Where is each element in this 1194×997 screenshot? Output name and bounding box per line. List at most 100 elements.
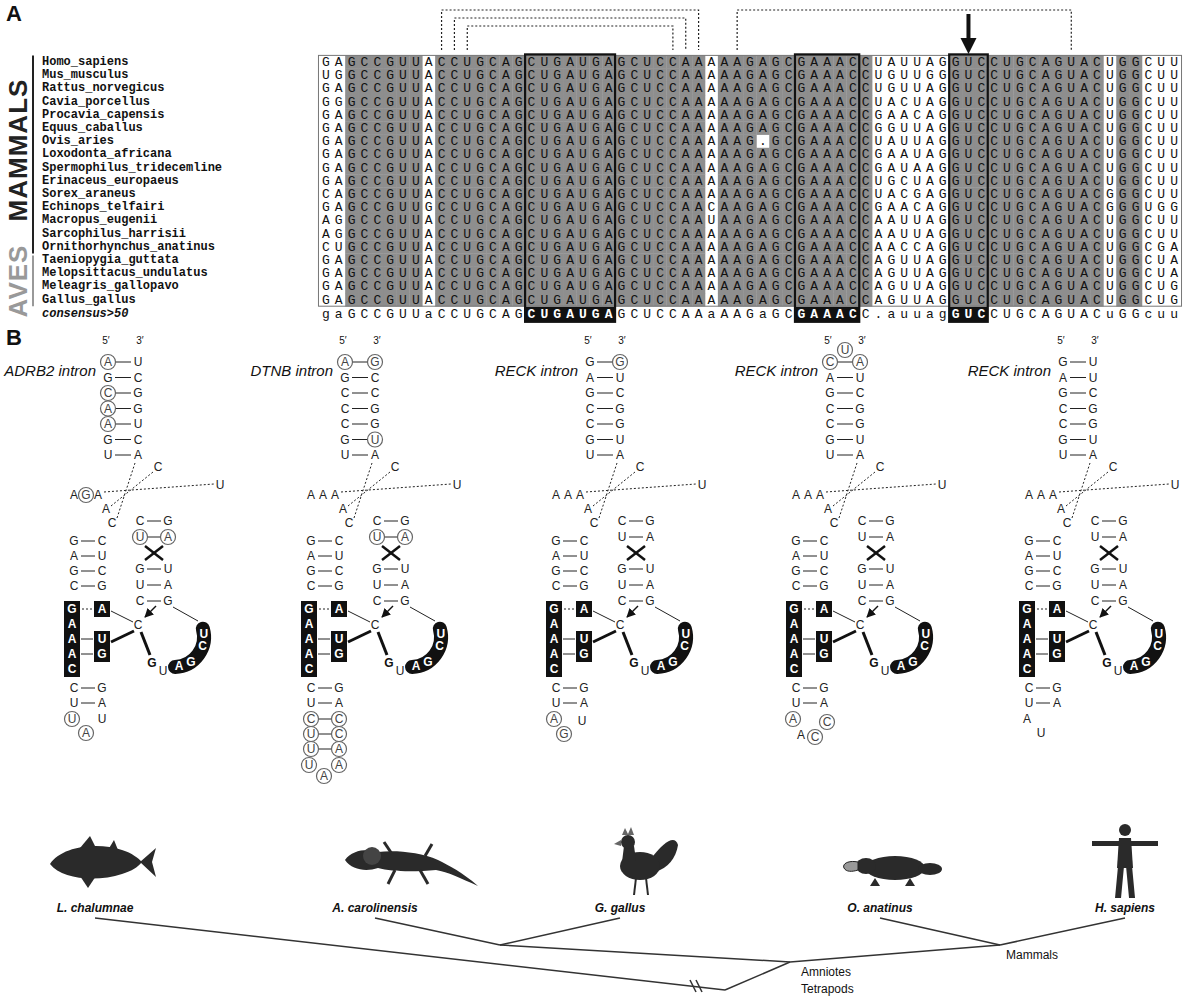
sequence-row: GAGCCGUUACCUGCAGCUGAUGAGCUCCAAAAAGAGCGAA… bbox=[322, 122, 1183, 135]
variant-circle bbox=[304, 712, 319, 727]
nucleotide: A bbox=[1059, 372, 1067, 384]
pseudoknot-pair bbox=[354, 463, 372, 518]
variant-circle bbox=[786, 712, 801, 727]
nucleotide: A bbox=[824, 503, 832, 515]
species-name: Loxodonta_africana bbox=[42, 148, 172, 161]
nucleotide: G bbox=[1102, 657, 1111, 669]
nucleotide: C bbox=[616, 387, 625, 399]
nucleotide: U bbox=[826, 449, 835, 461]
nucleotide: C bbox=[104, 387, 113, 399]
nucleotide: G bbox=[551, 565, 560, 577]
base-pair bbox=[81, 639, 93, 640]
base-pair bbox=[147, 521, 161, 522]
nucleotide: U bbox=[698, 479, 707, 491]
variant-circle bbox=[332, 712, 347, 727]
nucleotide: C bbox=[580, 565, 589, 577]
cleavage-arrow bbox=[1100, 606, 1111, 617]
nucleotide: G bbox=[585, 434, 594, 446]
nucleotide: U bbox=[856, 434, 865, 446]
boxed-nucleotide: G bbox=[1052, 648, 1061, 660]
consensus-segment: gaGCCGUUaCCUGCAG bbox=[322, 308, 528, 321]
base-pair bbox=[563, 639, 575, 640]
nucleotide: C bbox=[820, 535, 829, 547]
pairing-bracket bbox=[467, 26, 673, 50]
coelacanth-silhouette bbox=[108, 840, 118, 850]
base-pair bbox=[597, 455, 613, 456]
nucleotide: G bbox=[629, 657, 638, 669]
nucleotide: C bbox=[341, 403, 350, 415]
boxed-nucleotide: A bbox=[98, 603, 107, 615]
nucleotide: U bbox=[886, 563, 895, 575]
boxed-nucleotide: C bbox=[305, 663, 314, 675]
backbone bbox=[410, 607, 435, 621]
species-name: Melopsittacus_undulatus bbox=[42, 267, 208, 280]
base-pair bbox=[115, 362, 131, 363]
nucleotide: C bbox=[858, 595, 867, 607]
tree-branch bbox=[500, 945, 790, 962]
nucleotide: C bbox=[618, 595, 627, 607]
nucleotide: G bbox=[615, 418, 624, 430]
nucleotide: A bbox=[1049, 489, 1057, 501]
rna-structure bbox=[546, 355, 696, 742]
nucleotide: C bbox=[826, 418, 835, 430]
nucleotide: A bbox=[339, 503, 347, 515]
nucleotide: G bbox=[340, 372, 349, 384]
crossed-pair bbox=[145, 546, 163, 560]
nucleotide: C bbox=[136, 515, 145, 527]
strand-end: 3′ bbox=[136, 336, 143, 346]
nucleotide: G bbox=[147, 657, 156, 669]
nucleotide: C bbox=[341, 387, 350, 399]
nucleotide: A bbox=[104, 403, 112, 415]
sequence-row: GAGCCGUUACCUGCAGCUGAUGAGCUCCAAAAAG.GCGAA… bbox=[322, 135, 1183, 148]
boxed-nucleotide: A bbox=[790, 618, 799, 630]
boxed-nucleotide: G bbox=[423, 656, 432, 668]
nucleotide: A bbox=[1119, 579, 1127, 591]
nucleotide: U bbox=[858, 579, 867, 591]
base-pair bbox=[629, 537, 643, 538]
nucleotide: C bbox=[830, 517, 839, 529]
base-pair bbox=[1036, 556, 1050, 557]
base-pair bbox=[1070, 424, 1086, 425]
base-pair bbox=[352, 455, 368, 456]
boxed-nucleotide: A bbox=[820, 603, 829, 615]
sequence-row: GAGCCGUUACCUGCAGCUGAUGAGCUCCAAAAAGAGCGAA… bbox=[322, 174, 1183, 187]
nucleotide: A bbox=[70, 550, 78, 562]
base-pair bbox=[597, 377, 613, 378]
species-name: Macropus_eugenii bbox=[42, 214, 157, 227]
nucleotide: C bbox=[586, 403, 595, 415]
nucleotide: G bbox=[869, 657, 878, 669]
pseudoknot-pair bbox=[1066, 472, 1108, 506]
nucleotide: C bbox=[341, 418, 350, 430]
sequence-row: GGGCCGUUACCUGCAGCUGAUGAGCUCCAAAAAGAGCGAA… bbox=[322, 95, 1183, 108]
boxed-nucleotide: A bbox=[550, 633, 559, 645]
nucleotide: C bbox=[98, 535, 107, 547]
pseudoknot-pair bbox=[1059, 484, 1169, 492]
boxed-nucleotide: C bbox=[1153, 640, 1162, 652]
boxed-nucleotide: A bbox=[550, 618, 559, 630]
nucleotide: A bbox=[886, 579, 894, 591]
nucleotide: A bbox=[584, 503, 592, 515]
backbone bbox=[623, 632, 632, 655]
base-pair bbox=[318, 719, 332, 720]
boxed-nucleotide: A bbox=[68, 618, 77, 630]
base-pair bbox=[1102, 521, 1116, 522]
base-pair bbox=[1036, 586, 1050, 587]
nucleotide: U bbox=[70, 697, 79, 709]
boxed-nucleotide: A bbox=[305, 648, 314, 660]
boxed-nucleotide: A bbox=[550, 648, 559, 660]
base-pair bbox=[1036, 654, 1048, 655]
nucleotide: A bbox=[94, 489, 102, 501]
nucleotide: U bbox=[618, 531, 627, 543]
cleavage-arrow bbox=[627, 606, 638, 617]
nucleotide: C bbox=[136, 595, 145, 607]
group-bar bbox=[32, 55, 34, 253]
consensus-segment: GCUCCAAaAAGaGC bbox=[618, 308, 798, 321]
variant-circle bbox=[338, 355, 353, 370]
nucleotide: C bbox=[1053, 565, 1062, 577]
base-pair bbox=[597, 424, 613, 425]
nucleotide: A bbox=[856, 356, 864, 368]
base-pair bbox=[803, 556, 817, 557]
nucleotide: A bbox=[1025, 550, 1033, 562]
nucleotide: G bbox=[855, 418, 864, 430]
base-pair bbox=[563, 571, 577, 572]
